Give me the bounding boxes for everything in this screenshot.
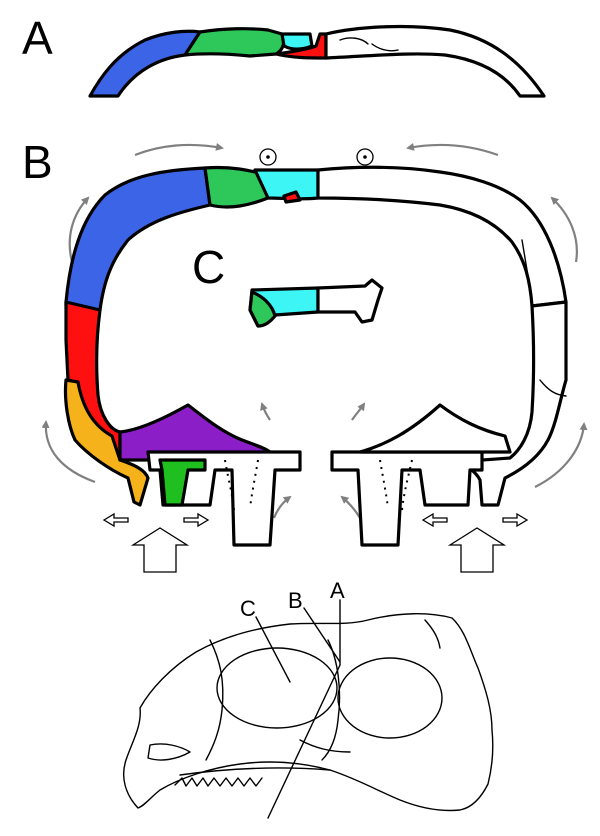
- panel-b-blue-bone: [64, 166, 212, 312]
- skull-label-b: B: [288, 588, 303, 613]
- skull-orbit: [216, 647, 338, 729]
- panel-a-cyan-bone: [280, 32, 314, 51]
- hollow-up-arrow-icon: [447, 527, 507, 573]
- hollow-side-arrow-icon: [102, 512, 529, 528]
- panel-c-white-bone: [316, 278, 384, 324]
- panel-c-bone: [248, 278, 384, 328]
- skull-label-c: C: [240, 596, 256, 621]
- panel-b-right-ridge: [358, 403, 512, 454]
- skull-lateral-view: [122, 599, 494, 819]
- panel-b-label: B: [22, 136, 53, 188]
- circled-dot-icon: [356, 148, 374, 166]
- panel-c-green-bone: [248, 290, 277, 328]
- hollow-up-arrow-icon: [130, 527, 190, 573]
- panel-c-label: C: [192, 241, 225, 293]
- panel-b-yellow-bone: [63, 378, 150, 507]
- panel-b-right-palate: [330, 450, 484, 547]
- curved-grey-arrow-icon: [41, 142, 588, 519]
- skull-label-a: A: [330, 578, 345, 603]
- panel-a-green-bone: [183, 27, 286, 58]
- panel-b-cross-section: [63, 165, 568, 547]
- skull-temporal-fenestra: [337, 657, 443, 739]
- panel-a-cross-section: [88, 24, 546, 98]
- skull-outline: [122, 613, 494, 812]
- panel-b-right-side: [453, 300, 568, 507]
- panel-a-white-bone: [324, 24, 546, 98]
- panel-a-blue-bone: [88, 29, 202, 98]
- panel-a-red-bone: [274, 32, 328, 60]
- panel-a-label: A: [22, 12, 53, 64]
- panel-b-dark-green-bone: [158, 458, 207, 507]
- circled-dot-icon: [259, 148, 277, 166]
- panel-b-red-top: [282, 190, 302, 204]
